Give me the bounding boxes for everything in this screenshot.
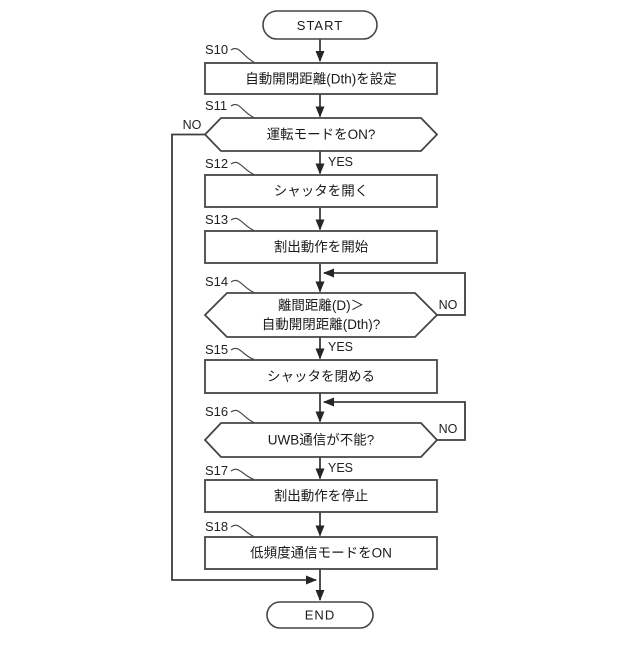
step-s10-box bbox=[204, 62, 438, 95]
step-s12-box bbox=[204, 174, 438, 208]
step-s13-box bbox=[204, 230, 438, 264]
s14-yes-label: YES bbox=[328, 340, 353, 354]
step-s16-id: S16 bbox=[205, 404, 228, 419]
step-s15-id: S15 bbox=[205, 342, 228, 357]
edge-s11-no-loop bbox=[171, 133, 317, 585]
s13-leader-line bbox=[230, 217, 255, 232]
edge-s16-no-loop bbox=[323, 397, 466, 441]
start-label: START bbox=[297, 18, 343, 33]
step-s14-text-line2: 自動開閉距離(Dth)? bbox=[262, 317, 381, 332]
s10-leader-line bbox=[230, 47, 255, 63]
step-s10-id: S10 bbox=[205, 42, 228, 57]
s11-leader-line bbox=[230, 103, 255, 119]
s14-no-label: NO bbox=[439, 298, 458, 312]
s15-leader-line bbox=[230, 347, 255, 361]
step-s18-text: 低頻度通信モードをON bbox=[250, 546, 392, 561]
step-s16-decision bbox=[203, 422, 439, 458]
step-s11-id: S11 bbox=[205, 98, 227, 113]
step-s13-id: S13 bbox=[205, 212, 228, 227]
step-s15-box bbox=[204, 359, 438, 394]
step-s17-id: S17 bbox=[205, 463, 228, 478]
s16-yes-label: YES bbox=[328, 461, 353, 475]
edge-s14-no-loop bbox=[323, 268, 466, 316]
step-s14-text-line1: 離間距離(D)＞ bbox=[278, 298, 364, 313]
s17-leader-line bbox=[230, 468, 255, 481]
s14-leader-line bbox=[230, 279, 255, 294]
end-terminal bbox=[266, 601, 374, 629]
start-terminal bbox=[262, 10, 378, 40]
step-s11-decision bbox=[203, 117, 439, 152]
step-s12-text: シャッタを開く bbox=[274, 184, 369, 199]
end-label: END bbox=[305, 608, 335, 623]
s16-leader-line bbox=[230, 409, 255, 424]
step-s13-text: 割出動作を開始 bbox=[274, 239, 369, 255]
step-s14-id: S14 bbox=[205, 274, 228, 289]
step-s16-text: UWB通信が不能? bbox=[268, 433, 375, 448]
step-s10-text: 自動開閉距離(Dth)を設定 bbox=[245, 72, 397, 87]
step-s15-text: シャッタを閉める bbox=[267, 369, 375, 384]
s16-no-label: NO bbox=[439, 422, 458, 436]
s11-yes-label: YES bbox=[328, 155, 353, 169]
s12-leader-line bbox=[230, 161, 255, 176]
step-s17-text: 割出動作を停止 bbox=[274, 488, 369, 504]
step-s17-box bbox=[204, 479, 438, 513]
s11-no-label: NO bbox=[183, 118, 202, 132]
step-s18-id: S18 bbox=[205, 519, 228, 534]
step-s12-id: S12 bbox=[205, 156, 228, 171]
step-s18-box bbox=[204, 536, 438, 570]
step-s11-text: 運転モードをON? bbox=[267, 127, 376, 142]
s18-leader-line bbox=[230, 524, 255, 538]
step-s14-decision bbox=[203, 292, 439, 338]
